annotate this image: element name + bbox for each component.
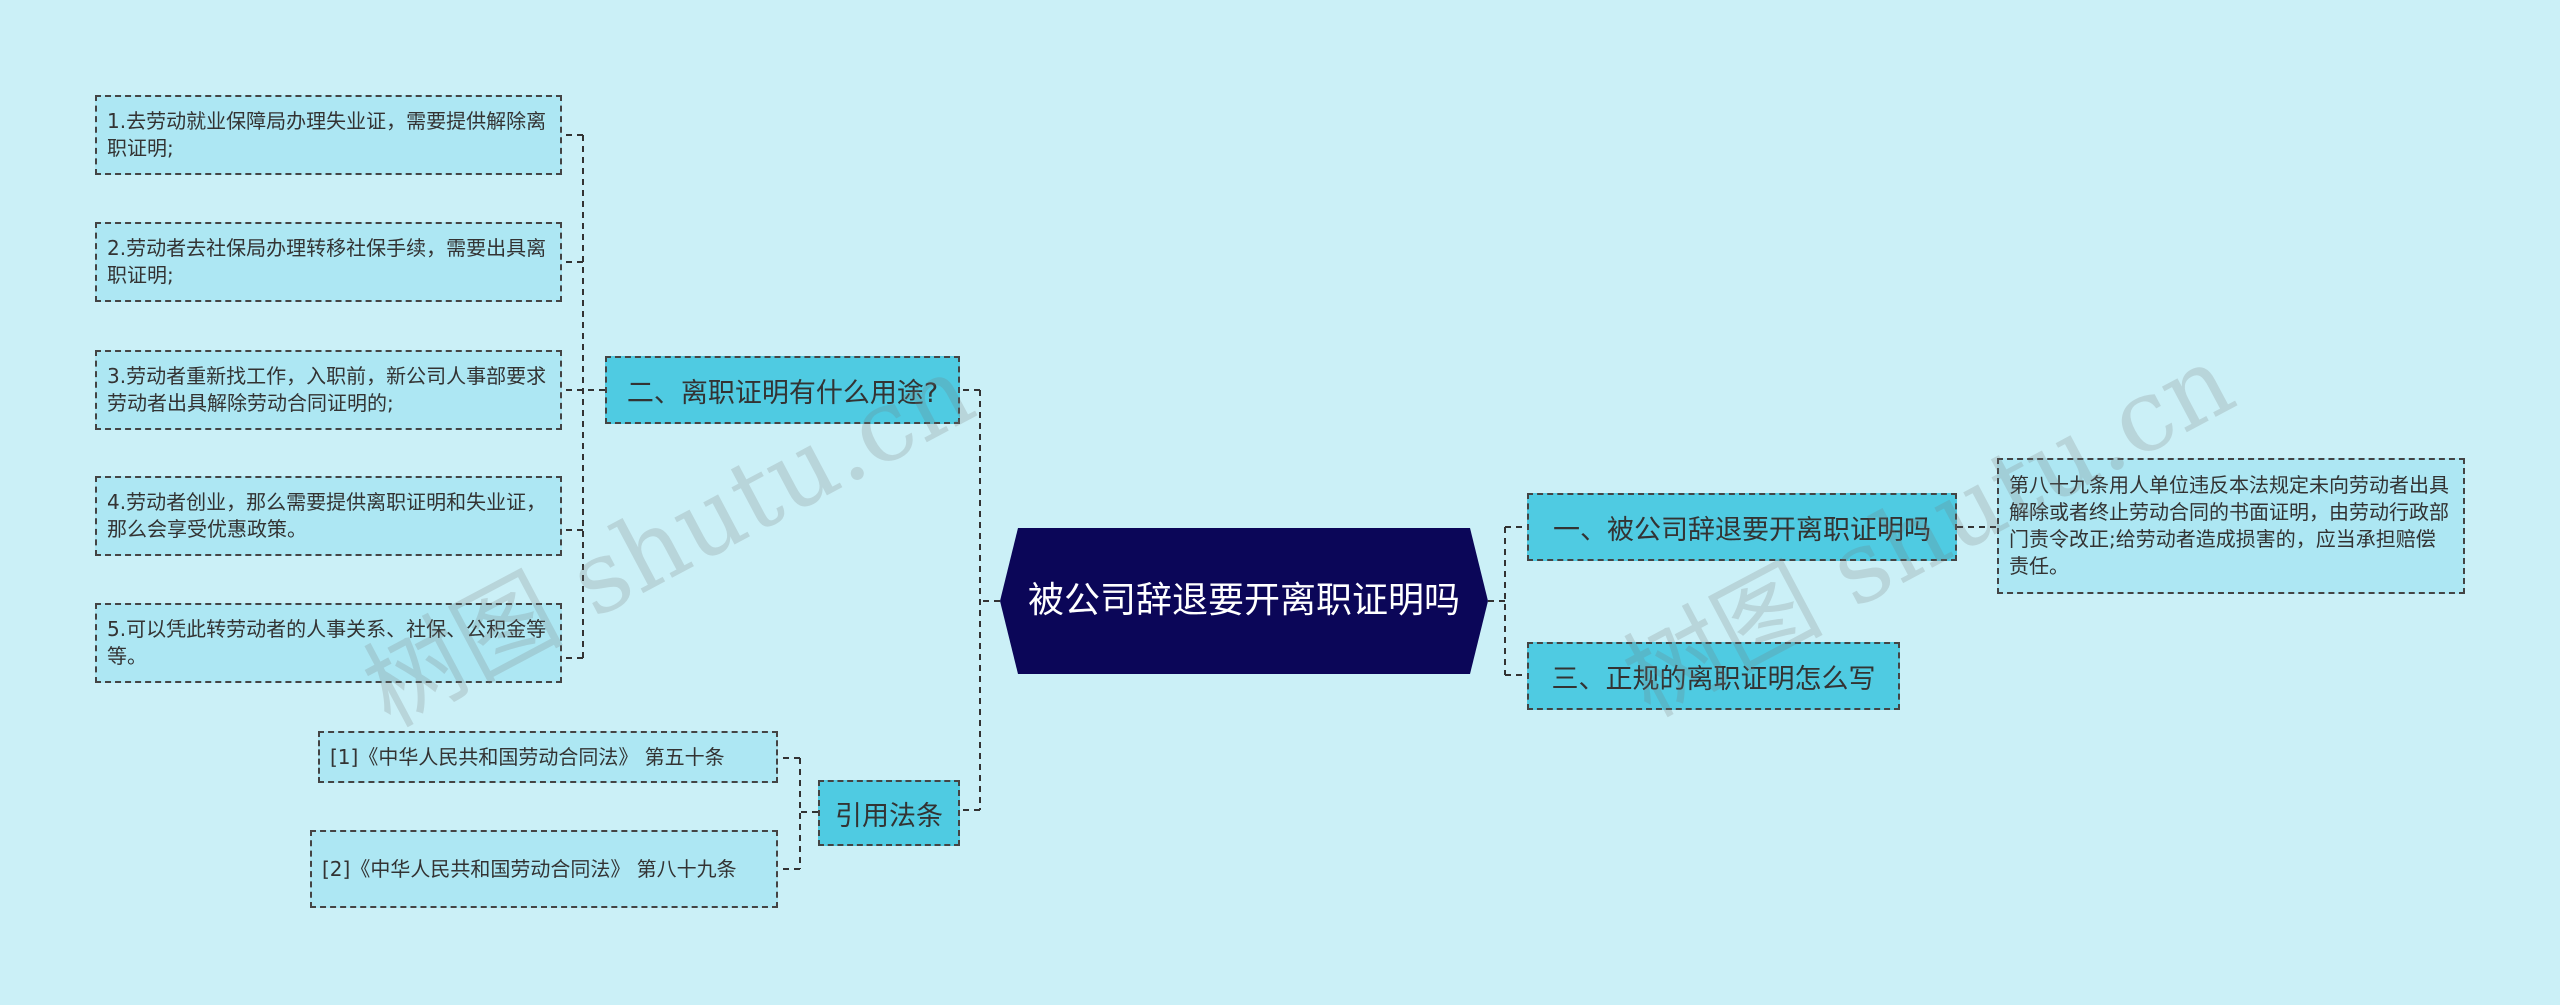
branch-references[interactable]: 引用法条 [818,780,960,846]
reference-item[interactable]: [1]《中华人民共和国劳动合同法》 第五十条 [318,731,778,783]
branch-first[interactable]: 一、被公司辞退要开离职证明吗 [1527,493,1957,561]
branch-uses-label: 二、离职证明有什么用途? [626,377,939,409]
branch-references-label: 引用法条 [835,800,943,832]
branch-third[interactable]: 三、正规的离职证明怎么写 [1527,642,1900,710]
branch-third-label: 三、正规的离职证明怎么写 [1551,663,1876,695]
list-item[interactable]: 2.劳动者去社保局办理转移社保手续，需要出具离职证明; [95,222,562,302]
list-item[interactable]: 3.劳动者重新找工作，入职前，新公司人事部要求劳动者出具解除劳动合同证明的; [95,350,562,430]
leaf-text: 2.劳动者去社保局办理转移社保手续，需要出具离职证明; [107,236,547,287]
branch-first-label: 一、被公司辞退要开离职证明吗 [1553,514,1931,546]
reference-text: [1]《中华人民共和国劳动合同法》 第五十条 [330,744,725,769]
central-topic[interactable]: 被公司辞退要开离职证明吗 [1000,528,1488,674]
leaf-text: 3.劳动者重新找工作，入职前，新公司人事部要求劳动者出具解除劳动合同证明的; [107,364,547,415]
leaf-text: 5.可以凭此转劳动者的人事关系、社保、公积金等等。 [107,617,547,668]
central-topic-label: 被公司辞退要开离职证明吗 [1027,580,1460,621]
leaf-text: 4.劳动者创业，那么需要提供离职证明和失业证，那么会享受优惠政策。 [107,490,547,541]
reference-item[interactable]: [2]《中华人民共和国劳动合同法》 第八十九条 [310,830,778,908]
reference-text: [2]《中华人民共和国劳动合同法》 第八十九条 [322,856,737,881]
leaf-text: 1.去劳动就业保障局办理失业证，需要提供解除离职证明; [107,109,547,160]
list-item[interactable]: 4.劳动者创业，那么需要提供离职证明和失业证，那么会享受优惠政策。 [95,476,562,556]
central-topic-shape [1000,528,1488,674]
branch-first-detail[interactable]: 第八十九条用人单位违反本法规定未向劳动者出具解除或者终止劳动合同的书面证明，由劳… [1997,458,2465,594]
branch-uses[interactable]: 二、离职证明有什么用途? [605,356,960,424]
list-item[interactable]: 1.去劳动就业保障局办理失业证，需要提供解除离职证明; [95,95,562,175]
detail-text: 第八十九条用人单位违反本法规定未向劳动者出具解除或者终止劳动合同的书面证明，由劳… [2009,473,2449,578]
list-item[interactable]: 5.可以凭此转劳动者的人事关系、社保、公积金等等。 [95,603,562,683]
